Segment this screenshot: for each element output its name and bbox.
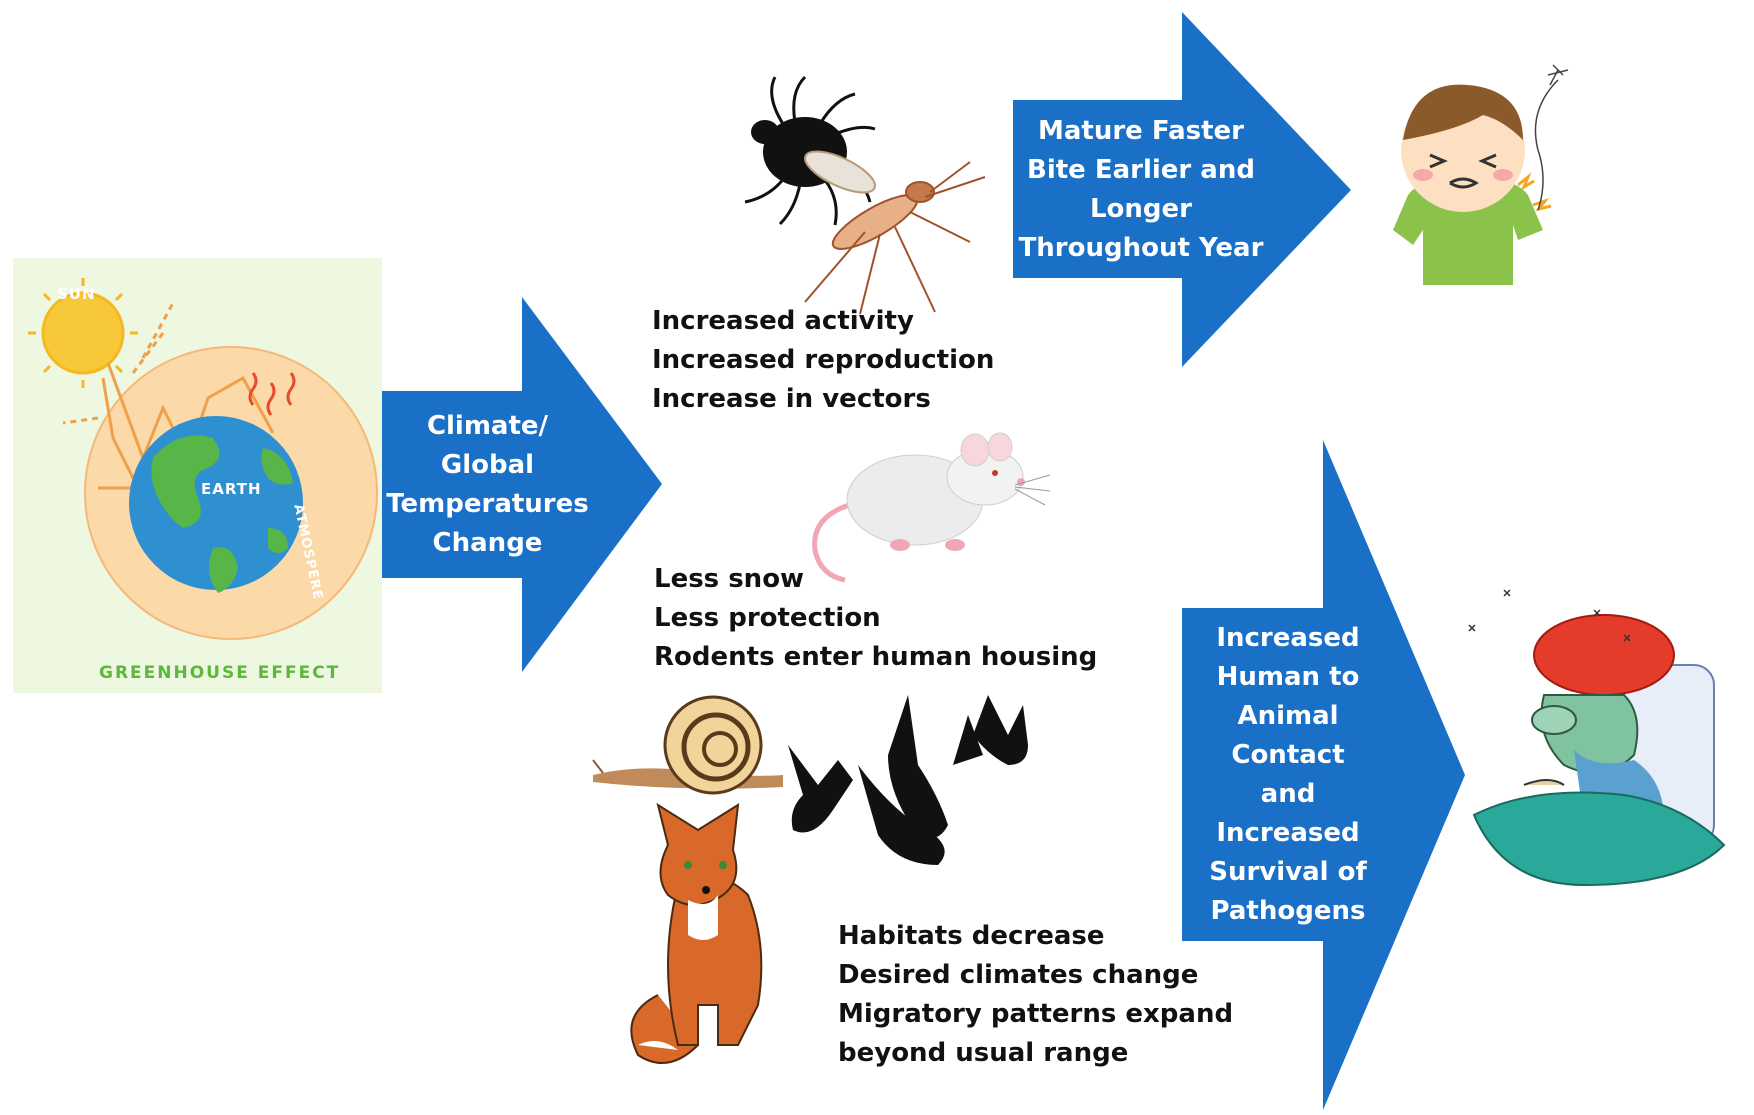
bite-mark-icon — [1517, 172, 1552, 212]
earth-label: EARTH — [201, 480, 262, 498]
climate-change-text: Climate/ Global Temperatures Change — [386, 411, 589, 558]
vectors-arrow — [1013, 12, 1351, 367]
mosquito-small-icon — [1534, 64, 1569, 211]
sick-person-illustration — [1468, 589, 1726, 887]
wildlife-effect: Desired climates change — [838, 960, 1199, 990]
greenhouse-caption: GREENHOUSE EFFECT — [99, 663, 341, 683]
bitten-boy-illustration — [1393, 64, 1569, 285]
wildlife-effects-list: Habitats decrease Desired climates chang… — [838, 917, 1233, 1073]
rodent-effect: Less snow — [654, 564, 805, 594]
wildlife-effect: Migratory patterns expand — [838, 999, 1234, 1029]
rodent-effect: Less protection — [654, 603, 881, 633]
rat-illustration — [812, 432, 1051, 583]
vectors-text: Mature Faster Bite Earlier and Longer Th… — [1018, 116, 1264, 263]
insect-effect: Increased activity — [652, 306, 914, 336]
earth-icon — [129, 416, 303, 593]
wildlife-effect: beyond usual range — [838, 1038, 1129, 1068]
mosquito-icon — [804, 150, 986, 315]
rodent-effects-list: Less snow Less protection Rodents enter … — [654, 560, 1097, 677]
wildlife-effect: Habitats decrease — [838, 921, 1105, 951]
rodent-effect: Rodents enter human housing — [654, 642, 1098, 672]
contact-arrow — [1182, 440, 1465, 1110]
contact-text: Increased Human to Animal Contact and In… — [1209, 623, 1367, 926]
wildlife-illustration — [592, 695, 1028, 1064]
sun-label: SUN — [57, 285, 96, 303]
tick-mosquito-illustration — [744, 75, 986, 315]
climate-change-arrow — [382, 297, 662, 672]
sun-icon — [28, 278, 138, 388]
fox-icon — [630, 802, 763, 1064]
rat-icon — [812, 432, 1051, 583]
tick-icon — [744, 75, 876, 226]
insect-effect: Increase in vectors — [652, 384, 931, 414]
greenhouse-effect-panel: SUN EARTH ATMOSPERE GREENHOUSE EFFECT — [13, 258, 382, 693]
snail-icon — [592, 695, 783, 795]
sick-person-icon — [1472, 614, 1726, 887]
dizzy-stars-icon — [1468, 589, 1631, 642]
insect-effect: Increased reproduction — [652, 345, 995, 375]
boy-icon — [1393, 84, 1543, 285]
geese-icon — [788, 695, 1028, 865]
greenhouse-illustration — [28, 278, 378, 640]
insect-effects-list: Increased activity Increased reproductio… — [652, 302, 994, 419]
